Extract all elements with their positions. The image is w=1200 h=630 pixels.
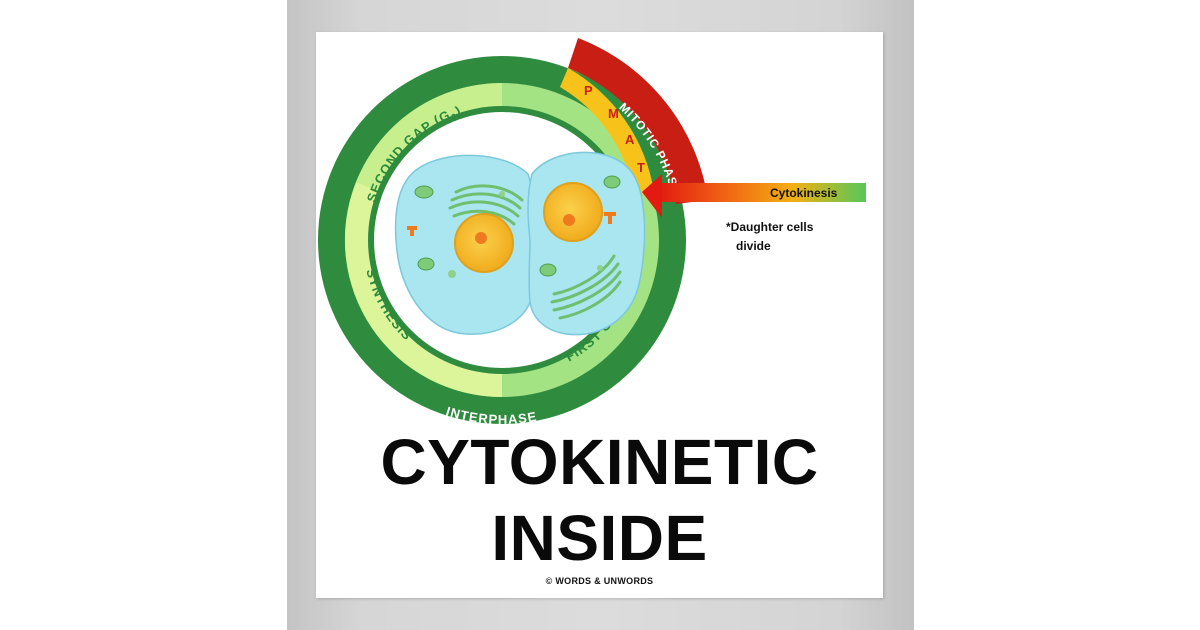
- copyright-notice: © WORDS & UNWORDS: [545, 576, 654, 586]
- cell-cycle-diagram: SECOND GAP (G2) MITOTIC PHASE SYNTHESIS …: [318, 38, 866, 427]
- centriole-left: [407, 226, 417, 236]
- nucleolus-right: [563, 214, 575, 226]
- daughter-cells-note-line-2: divide: [736, 239, 771, 253]
- vesicle: [499, 191, 505, 197]
- mitochondrion: [417, 257, 435, 271]
- golgi-left: [448, 184, 524, 226]
- mitochondrion: [603, 175, 621, 189]
- vesicle: [448, 270, 456, 278]
- poster-title-line-1: CYTOKINETIC: [380, 426, 819, 498]
- mitochondrion: [414, 185, 434, 199]
- letter-t: T: [637, 160, 645, 175]
- nucleus-right: [543, 182, 603, 242]
- daughter-cell-right: [527, 151, 646, 336]
- letter-a: A: [625, 132, 635, 147]
- mitotic-phase-arc: [568, 38, 708, 204]
- vesicle: [597, 265, 603, 271]
- poster: SECOND GAP (G2) MITOTIC PHASE SYNTHESIS …: [316, 32, 883, 598]
- letter-p: P: [584, 83, 593, 98]
- cytokinesis-arrow-bar: [658, 183, 866, 202]
- centriole-right: [604, 212, 616, 224]
- daughter-cells-note-line-1: *Daughter cells: [726, 220, 814, 234]
- pmat-band: [560, 68, 654, 196]
- poster-title-line-2: INSIDE: [491, 502, 708, 574]
- mitochondrion: [539, 263, 557, 277]
- dividing-cell: [394, 151, 646, 336]
- letter-m: M: [608, 106, 619, 121]
- cytokinesis-label: Cytokinesis: [770, 186, 838, 200]
- cytokinesis-arrowhead: [642, 174, 662, 218]
- nucleolus-left: [475, 232, 487, 244]
- golgi-right: [550, 254, 622, 320]
